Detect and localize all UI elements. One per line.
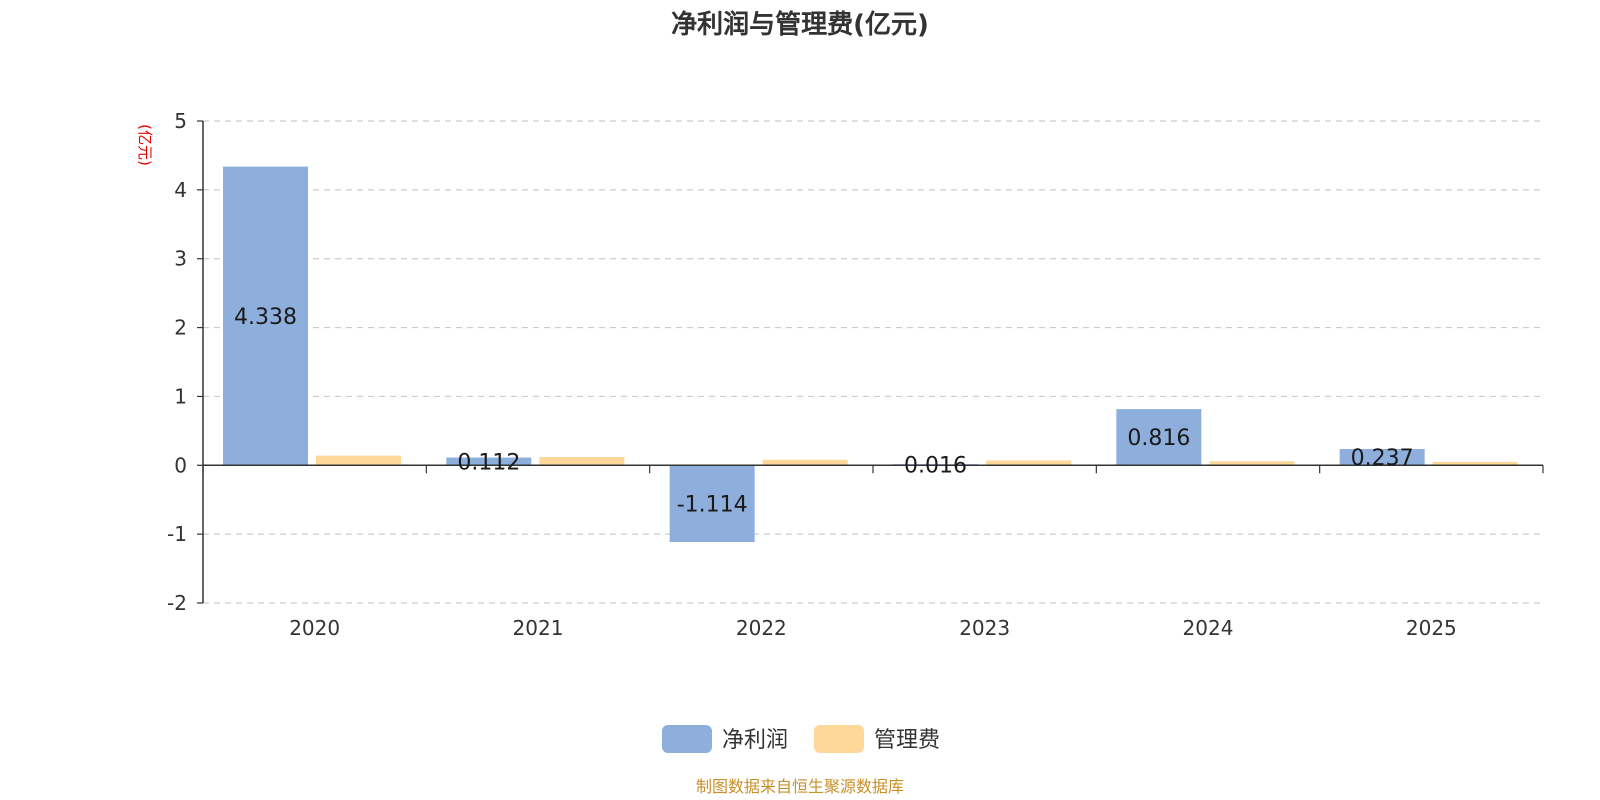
bar-net-profit [1116, 409, 1202, 466]
data-label: 0.237 [1351, 446, 1414, 471]
legend-item-net-profit[interactable]: 净利润 [662, 725, 788, 753]
bar-layer [223, 166, 1518, 542]
x-tick-label: 2024 [1183, 616, 1234, 640]
data-label-layer: 4.338 0.112 -1.114 0.016 0.816 0.237 [234, 305, 1414, 518]
data-source-note: 制图数据来自恒生聚源数据库 [696, 777, 904, 796]
x-tick-label: 2023 [959, 616, 1010, 640]
legend: 净利润 管理费 [662, 725, 940, 753]
x-tick-label: 2021 [513, 616, 564, 640]
legend-label-net-profit: 净利润 [722, 728, 788, 753]
y-tick-label: 2 [174, 316, 187, 340]
y-tick-label: 1 [174, 384, 187, 408]
y-axis-unit-label: (亿元) [136, 124, 154, 166]
bar-admin-expense [1432, 461, 1518, 466]
bar-net-profit [669, 465, 755, 542]
legend-item-admin-expense[interactable]: 管理费 [814, 725, 940, 753]
bar-admin-expense [539, 457, 625, 466]
y-tick-label: -2 [167, 591, 187, 615]
bar-net-profit [223, 166, 308, 466]
legend-label-admin-expense: 管理费 [874, 728, 940, 753]
axis-layer: 5 4 3 2 1 0 -1 -2 2020 2021 2022 2023 2024 2025 [167, 109, 1544, 640]
y-tick-label: -1 [167, 522, 187, 546]
data-label: 0.816 [1127, 426, 1190, 451]
data-label: 4.338 [234, 305, 297, 330]
y-tick-label: 3 [174, 247, 187, 271]
legend-swatch-admin-expense [814, 725, 864, 753]
y-tick-label: 0 [174, 453, 187, 477]
bar-admin-expense [316, 455, 401, 466]
bar-admin-expense [762, 459, 848, 466]
bar-admin-expense [1209, 461, 1295, 466]
data-label: -1.114 [677, 493, 748, 518]
legend-swatch-net-profit [662, 725, 712, 753]
data-label: 0.112 [457, 450, 520, 475]
data-label: 0.016 [904, 454, 967, 479]
grid-layer [203, 120, 1543, 604]
x-tick-label: 2020 [289, 616, 340, 640]
x-tick-label: 2025 [1406, 616, 1457, 640]
y-tick-label: 4 [174, 178, 187, 202]
bar-admin-expense [986, 460, 1071, 466]
chart-title: 净利润与管理费(亿元) [671, 9, 929, 40]
bar-net-profit [446, 457, 532, 466]
bar-net-profit [1339, 448, 1425, 466]
y-tick-label: 5 [174, 109, 187, 133]
x-tick-label: 2022 [736, 616, 787, 640]
